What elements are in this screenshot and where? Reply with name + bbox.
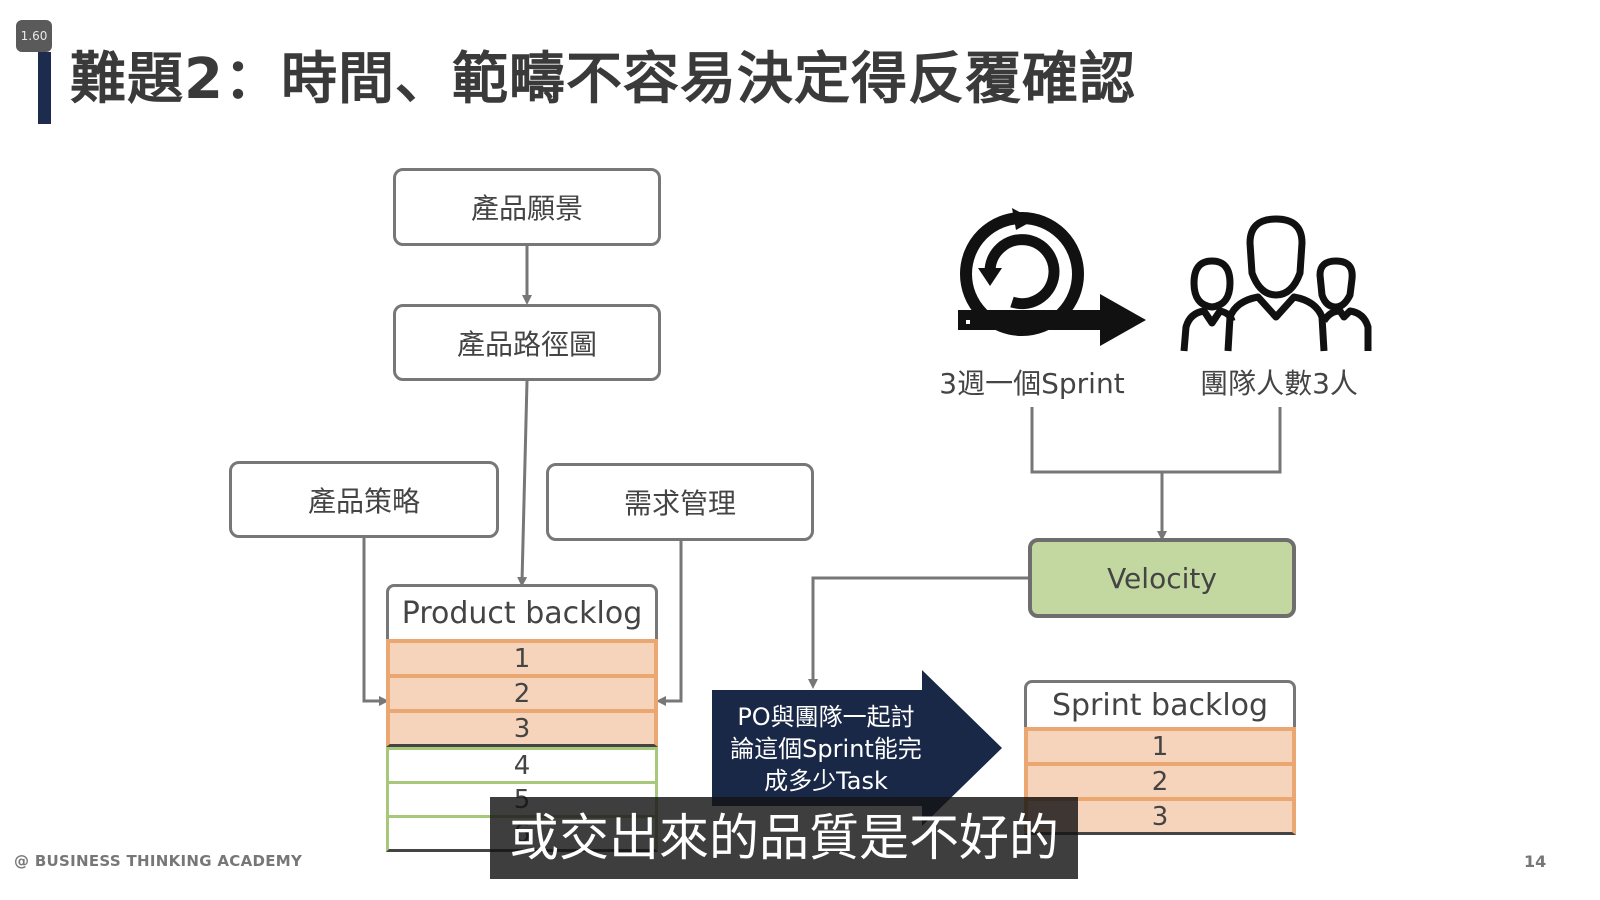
arrow-requirements-backlog — [656, 541, 683, 706]
product-backlog-title: Product backlog — [386, 584, 658, 639]
box-product-roadmap: 產品路徑圖 — [393, 304, 661, 381]
box-velocity: Velocity — [1028, 538, 1296, 618]
sprint-cycle-icon — [958, 208, 1146, 346]
sprint-backlog-item: 1 — [1024, 727, 1296, 762]
sprint-backlog-title: Sprint backlog — [1024, 680, 1296, 727]
arrow-roadmap-backlog — [517, 380, 529, 587]
product-backlog-item: 3 — [386, 709, 658, 747]
sprint-backlog-item: 2 — [1024, 762, 1296, 797]
playback-speed-badge[interactable]: 1.60 — [16, 20, 52, 52]
footer-brand: @ BUSINESS THINKING ACADEMY — [14, 852, 303, 870]
box-requirements-management: 需求管理 — [546, 463, 814, 541]
box-product-strategy: 產品策略 — [229, 461, 499, 538]
page-number: 14 — [1524, 852, 1547, 871]
arrow-velocity-discussion — [808, 576, 1028, 689]
discussion-arrow-shape — [712, 670, 1002, 826]
box-product-vision: 產品願景 — [393, 168, 661, 246]
product-backlog-item: 4 — [386, 747, 658, 781]
connector-sprint — [1030, 407, 1282, 474]
arrow-strategy-backlog — [362, 538, 389, 706]
product-backlog-item: 1 — [386, 639, 658, 674]
video-subtitle: 或交出來的品質是不好的 — [490, 797, 1078, 879]
arrow-text-line: PO與團隊一起討 — [737, 703, 915, 731]
product-backlog-item: 2 — [386, 674, 658, 709]
slide-title: 難題2：時間、範疇不容易決定得反覆確認 — [70, 47, 1136, 112]
sprint-duration-label: 3週一個Sprint — [939, 367, 1125, 400]
discussion-arrow-text: PO與團隊一起討 論這個Sprint能完 成多少Task — [712, 701, 940, 797]
arrow-text-line: 論這個Sprint能完 — [730, 735, 922, 763]
team-size-label: 團隊人數3人 — [1200, 367, 1358, 400]
title-accent-bar — [38, 52, 51, 124]
arrow-text-line: 成多少Task — [764, 767, 888, 795]
team-people-icon — [1180, 215, 1372, 352]
